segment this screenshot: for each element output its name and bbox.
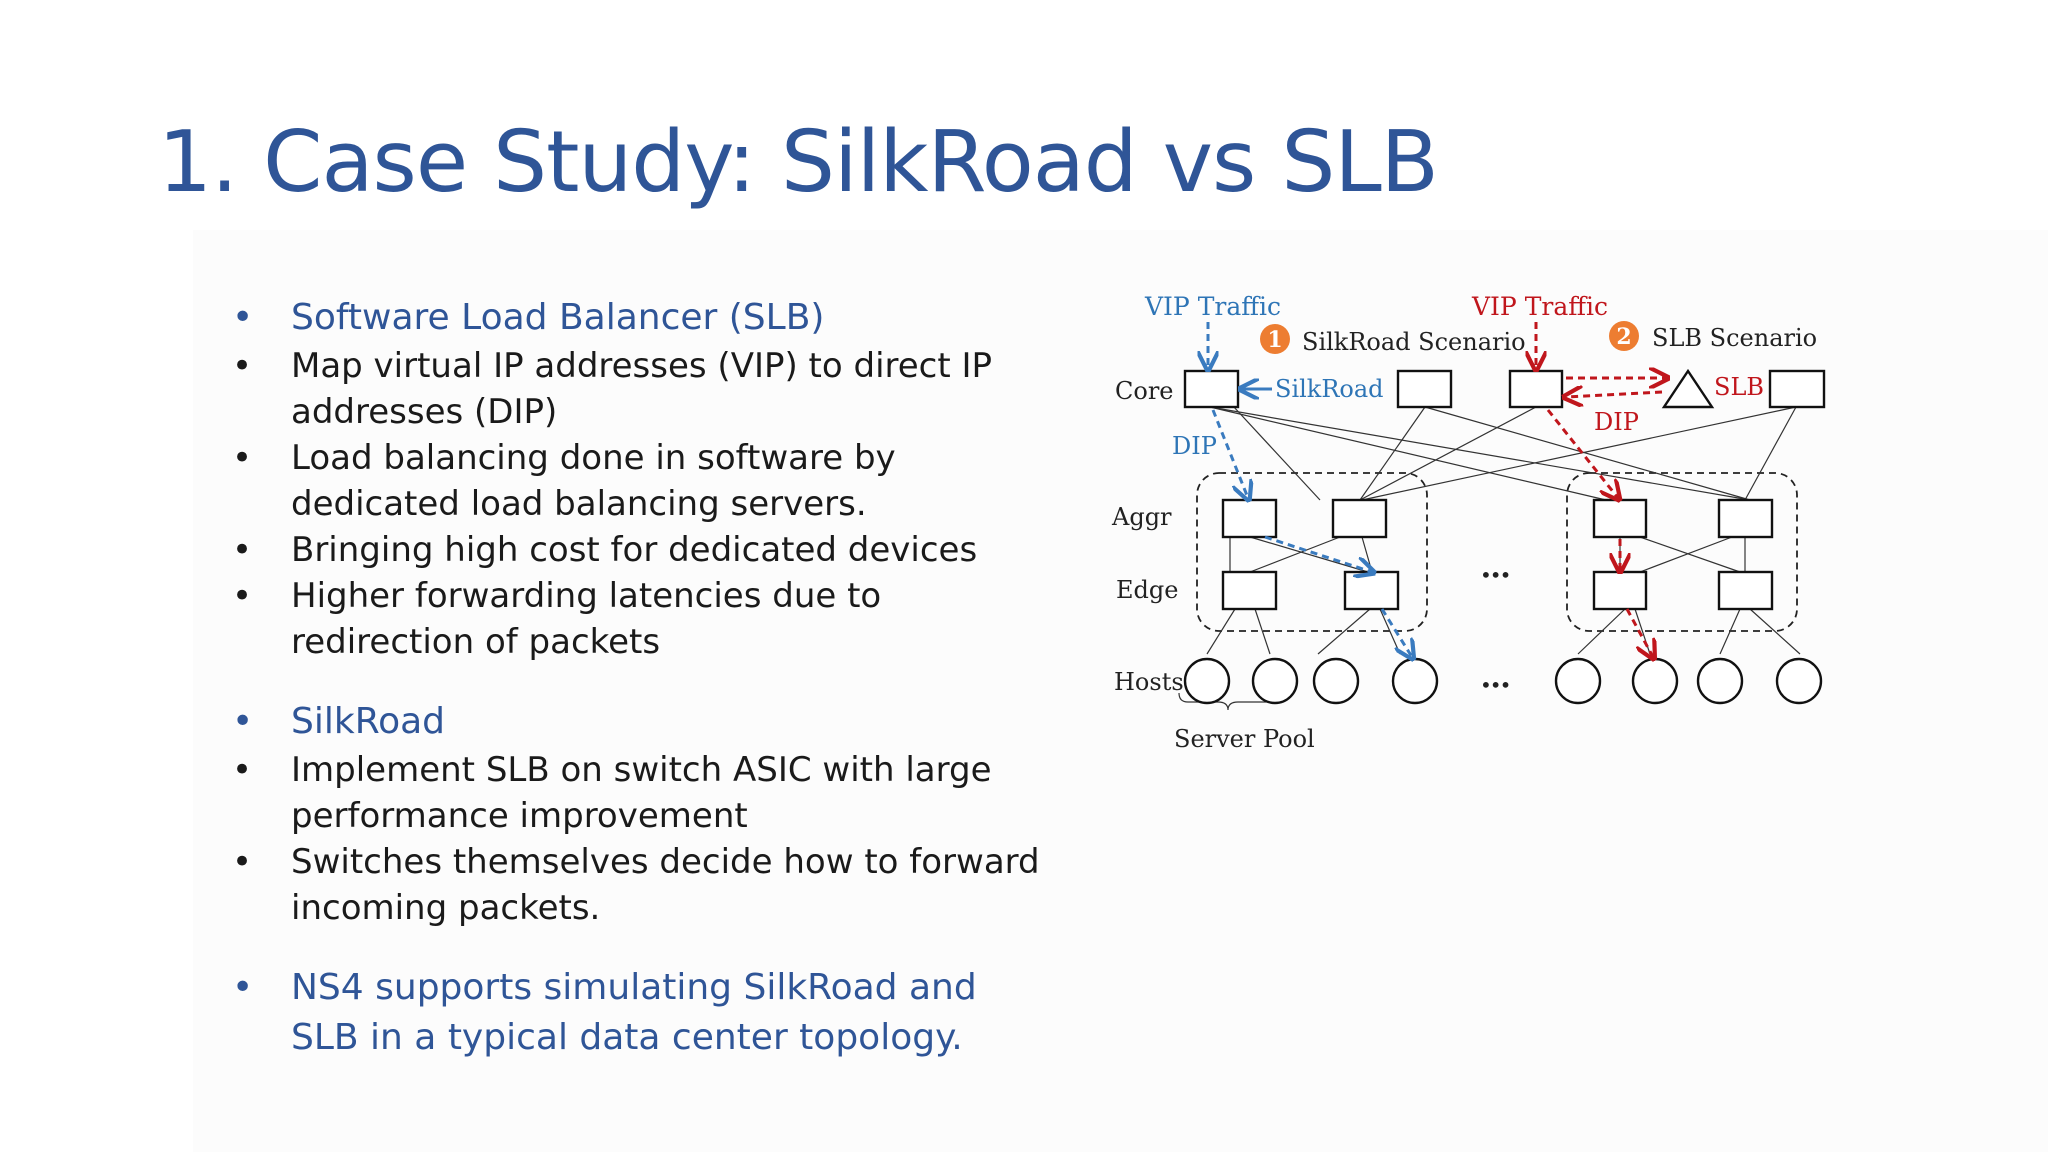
bullet-text: Bringing high cost for dedicated devices <box>291 530 978 570</box>
bullet-item: • Map virtual IP addresses (VIP) to direc… <box>232 343 1052 435</box>
bullet-text: Map virtual IP addresses (VIP) to direct… <box>291 346 993 432</box>
aggr-switch-4 <box>1717 498 1774 539</box>
host-6 <box>1631 657 1679 705</box>
bullet-text: Higher forwarding latencies due to redir… <box>291 576 882 662</box>
aggr-switch-3 <box>1592 498 1648 539</box>
slide-title: 1. Case Study: SilkRoad vs SLB <box>158 113 1439 212</box>
bullet-dot: • <box>232 297 254 338</box>
slb-path <box>1536 322 1666 657</box>
edge-switch-3 <box>1592 570 1648 611</box>
bullet-text: SilkRoad <box>291 701 446 742</box>
slb-label: SLB <box>1714 373 1764 401</box>
bullet-item: • Switches themselves decide how to forwa… <box>232 839 1052 931</box>
scenario-2-number: 2 <box>1616 324 1631 350</box>
topology-links <box>1178 405 1801 711</box>
edge-label: Edge <box>1116 576 1178 604</box>
ellipsis-hosts: ••• <box>1480 673 1509 697</box>
host-8 <box>1775 657 1823 705</box>
core-switch-2 <box>1396 369 1453 409</box>
bullet-list: • Software Load Balancer (SLB) • Map virtua… <box>232 293 1052 1063</box>
dip-right-label: DIP <box>1594 408 1639 436</box>
core-switch-1 <box>1183 369 1240 409</box>
bullet-dot: • <box>232 701 254 742</box>
bullet-dot: • <box>232 842 253 882</box>
core-switch-4 <box>1768 369 1826 409</box>
bullet-item: • Load balancing done in software by dedi… <box>232 435 1052 527</box>
scenario-2-badge <box>1609 321 1639 351</box>
bullet-dot: • <box>232 750 253 790</box>
bullet-dot: • <box>232 438 253 478</box>
bullet-item: • Higher forwarding latencies due to redi… <box>232 573 1052 665</box>
host-4 <box>1391 657 1439 705</box>
scenario-1-badge <box>1260 324 1290 354</box>
bullet-text: NS4 supports simulating SilkRoad and SLB… <box>291 967 977 1058</box>
scenario-1-number: 1 <box>1267 327 1282 353</box>
ellipsis-mid: ••• <box>1480 563 1509 587</box>
bullet-item: • Bringing high cost for dedicated device… <box>232 527 1052 573</box>
core-switch-3 <box>1508 369 1564 409</box>
bullet-dot: • <box>232 576 253 616</box>
slb-device <box>1661 368 1715 409</box>
silkroad-label: SilkRoad <box>1275 375 1384 403</box>
hosts-label: Hosts <box>1114 668 1184 696</box>
bullet-text: Implement SLB on switch ASIC with large … <box>291 750 992 836</box>
scenario-1-label: SilkRoad Scenario <box>1302 328 1526 356</box>
host-2 <box>1251 657 1299 705</box>
vip-traffic-left-label: VIP Traffic <box>1144 292 1281 321</box>
aggr-switch-2 <box>1331 498 1388 539</box>
edge-switch-1 <box>1221 570 1278 611</box>
bullet-heading: • Software Load Balancer (SLB) <box>232 293 1052 343</box>
host-5 <box>1554 657 1602 705</box>
bullet-dot: • <box>232 346 253 386</box>
server-pool-label: Server Pool <box>1174 725 1315 753</box>
host-1 <box>1183 657 1231 705</box>
scenario-2-label: SLB Scenario <box>1652 324 1817 352</box>
bullet-dot: • <box>232 530 253 570</box>
core-label: Core <box>1115 377 1174 405</box>
silkroad-path <box>1208 322 1412 657</box>
edge-switch-4 <box>1717 570 1774 611</box>
bullet-dot: • <box>232 967 254 1008</box>
pod-outline-right <box>1566 472 1798 632</box>
host-3 <box>1312 657 1360 705</box>
host-7 <box>1696 657 1744 705</box>
aggr-label: Aggr <box>1111 503 1172 531</box>
topology-diagram: VIP Traffic VIP Traffic 1 SilkRoad Scena… <box>1111 292 1826 753</box>
bullet-heading: • SilkRoad <box>232 697 1052 747</box>
bullet-heading: • NS4 supports simulating SilkRoad and SL… <box>232 963 1052 1063</box>
pod-outline-left <box>1196 472 1428 632</box>
vip-traffic-right-label: VIP Traffic <box>1471 292 1608 321</box>
bullet-text: Software Load Balancer (SLB) <box>291 297 825 338</box>
edge-switch-2 <box>1343 570 1400 611</box>
bullet-item: • Implement SLB on switch ASIC with large… <box>232 747 1052 839</box>
bullet-text: Load balancing done in software by dedic… <box>291 438 896 524</box>
bullet-text: Switches themselves decide how to forwar… <box>291 842 1040 928</box>
aggr-switch-1 <box>1221 498 1278 539</box>
dip-left-label: DIP <box>1172 432 1217 460</box>
